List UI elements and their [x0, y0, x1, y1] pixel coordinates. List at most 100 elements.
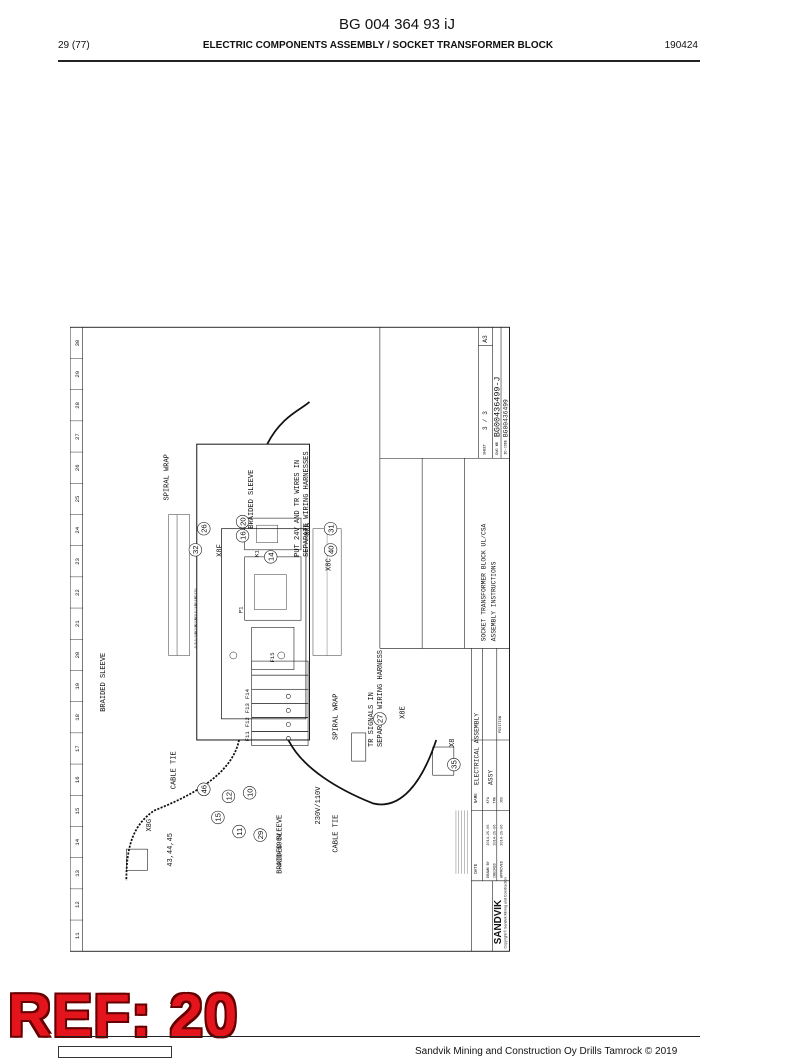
item-balloon-number: 11	[235, 828, 244, 836]
fuse-label-f12: F12	[244, 717, 251, 727]
callout-braided-sleeve-top: BRAIDED SLEEVE	[248, 470, 256, 529]
grid-number: 11	[74, 932, 81, 939]
footer-text: Sandvik Mining and Construction Oy Drill…	[415, 1046, 678, 1057]
copyright-text: Copyright © Sandvik Mining and Construct…	[504, 877, 508, 948]
sandvik-logo: SANDVIK	[493, 899, 504, 944]
dwg-label: DWG NR	[496, 441, 500, 455]
grid-number: 24	[74, 526, 81, 533]
idcode-value: BG00436499	[502, 399, 509, 437]
checked-date: 2014-25-06	[493, 825, 497, 846]
callout-braided-sleeve-left: BRAIDED SLEEVE	[100, 653, 108, 712]
item-balloon	[211, 810, 225, 825]
item-balloon	[253, 828, 267, 842]
connector-x8b: X8B	[304, 523, 312, 536]
item-balloon-number: 29	[256, 831, 265, 840]
terminal-label-5: 0/0	[194, 614, 199, 620]
header-rule	[58, 60, 700, 62]
grid-number: 21	[74, 620, 81, 627]
grid-number: 29	[74, 371, 81, 378]
page-title: ELECTRIC COMPONENTS ASSEMBLY / SOCKET TR…	[202, 40, 554, 51]
item-balloon-number: 40	[326, 545, 335, 554]
title-block	[379, 326, 510, 952]
callout-spiral-wrap-top: SPIRAL WRAP	[164, 454, 172, 500]
item-balloon-number: 35	[450, 760, 459, 769]
paper-size: A3	[482, 335, 489, 343]
connector-x8: X8	[449, 739, 457, 747]
connector-x8c: X8C	[326, 558, 334, 571]
item-balloon	[264, 550, 278, 564]
header-row: 29 (77) ELECTRIC COMPONENTS ASSEMBLY / S…	[58, 40, 698, 56]
checked-label: CHECKED	[493, 863, 497, 878]
assy-label: ASSY	[488, 770, 495, 785]
item-balloon-number: 20	[238, 517, 247, 526]
terminal-label-2: 0/110	[194, 631, 199, 642]
callout-voltage-high: 400-690V	[276, 832, 284, 867]
group-name: ELECTRICAL ASSEMBLY	[473, 713, 480, 785]
terminal-label-6: 0/110	[194, 603, 199, 614]
item-balloon	[242, 786, 257, 800]
grid-number: 13	[74, 869, 81, 876]
item-balloon	[373, 712, 387, 726]
grid-number: 12	[74, 901, 81, 908]
connector-x8e: X8E	[400, 706, 408, 719]
assembly-drawing: 1112131415161718192021222324252627282930…	[70, 326, 510, 952]
item-balloon-number: 26	[200, 524, 209, 533]
idcode-label: ID-CODE	[505, 440, 509, 455]
item-balloon	[188, 543, 202, 557]
drawn-name: KFA	[487, 796, 491, 803]
approved-label: APPROVED	[500, 861, 504, 878]
connector-x8f: X8F	[216, 544, 224, 557]
item-balloon	[323, 543, 338, 557]
item-balloon-number: 31	[326, 524, 335, 533]
terminal-label-4: 0/120	[194, 617, 199, 628]
document-code: BG 004 364 93 iJ	[339, 16, 455, 33]
item-balloon-number: 46	[200, 785, 209, 794]
callout-cable-tie-left: CABLE TIE	[171, 751, 179, 789]
footer-rule	[58, 1036, 700, 1037]
drawn-label: DRAWN BY	[487, 860, 491, 878]
fuse-label-f14: F14	[244, 688, 251, 699]
callout-separate-harness: SEPARATE WIRING HARNESS	[377, 650, 385, 747]
item-balloon	[235, 515, 250, 529]
callout-put-24v: PUT 24V AND TR WIRES IN	[294, 460, 302, 557]
fuse-label-f13: F13	[244, 702, 251, 713]
component-label-k1: K1	[254, 549, 261, 556]
callout-cable-tie-right: CABLE TIE	[333, 815, 341, 853]
callout-spiral-wrap-bottom: SPIRAL WRAP	[333, 694, 341, 740]
approved-date: 2014-25-06	[500, 825, 504, 846]
callout-tr-signals: TR SIGNALS IN	[368, 692, 376, 747]
grid-number: 26	[74, 464, 81, 471]
date-label: DATE	[474, 863, 479, 874]
grid-number: 22	[74, 589, 81, 596]
title-line-1: SOCKET TRANSFORMER BLOCK UL/CSA	[481, 523, 488, 641]
item-balloon	[447, 758, 461, 772]
fuse-label-f11: F11	[244, 731, 251, 742]
terminal-label-1: 0/0	[194, 642, 199, 648]
item-balloon	[221, 789, 236, 803]
position-label: POSITION	[499, 716, 503, 733]
item-balloon	[197, 522, 211, 536]
terminal-label-3: 0/115	[194, 624, 199, 635]
transformer-block: F11 F12 F13 F14 F15 P1 K1 0/0 0/110 0/11…	[168, 443, 342, 746]
grid-number: 23	[74, 557, 81, 564]
grid-number: 16	[74, 776, 81, 783]
item-balloon-number: 12	[224, 792, 233, 801]
grid-number: 27	[74, 433, 81, 440]
callout-separate-harnesses: SEPARATE WIRING HARNESSES	[303, 451, 311, 556]
callout-voltage-low: 230V/110V	[315, 786, 323, 825]
grid-number: 25	[74, 495, 81, 502]
sheet-value: 3 / 3	[482, 411, 489, 430]
item-balloon	[235, 529, 250, 543]
checked-name: TMK	[493, 796, 497, 803]
page-number: 29 (77)	[58, 40, 90, 51]
grid-number: 14	[74, 838, 81, 845]
item-balloon-number: 27	[376, 714, 385, 723]
terminal-strip	[168, 514, 190, 656]
sheet-label: SHEET	[484, 444, 488, 455]
terminal-label-8: 0/120	[194, 589, 199, 600]
grid-number: 15	[74, 807, 81, 814]
connector-x8g: X8G	[146, 819, 154, 832]
grid-number: 19	[74, 683, 81, 690]
approved-name: JOS	[500, 797, 504, 803]
title-line-2: ASSEMBLY INSTRUCTIONS	[490, 561, 497, 641]
